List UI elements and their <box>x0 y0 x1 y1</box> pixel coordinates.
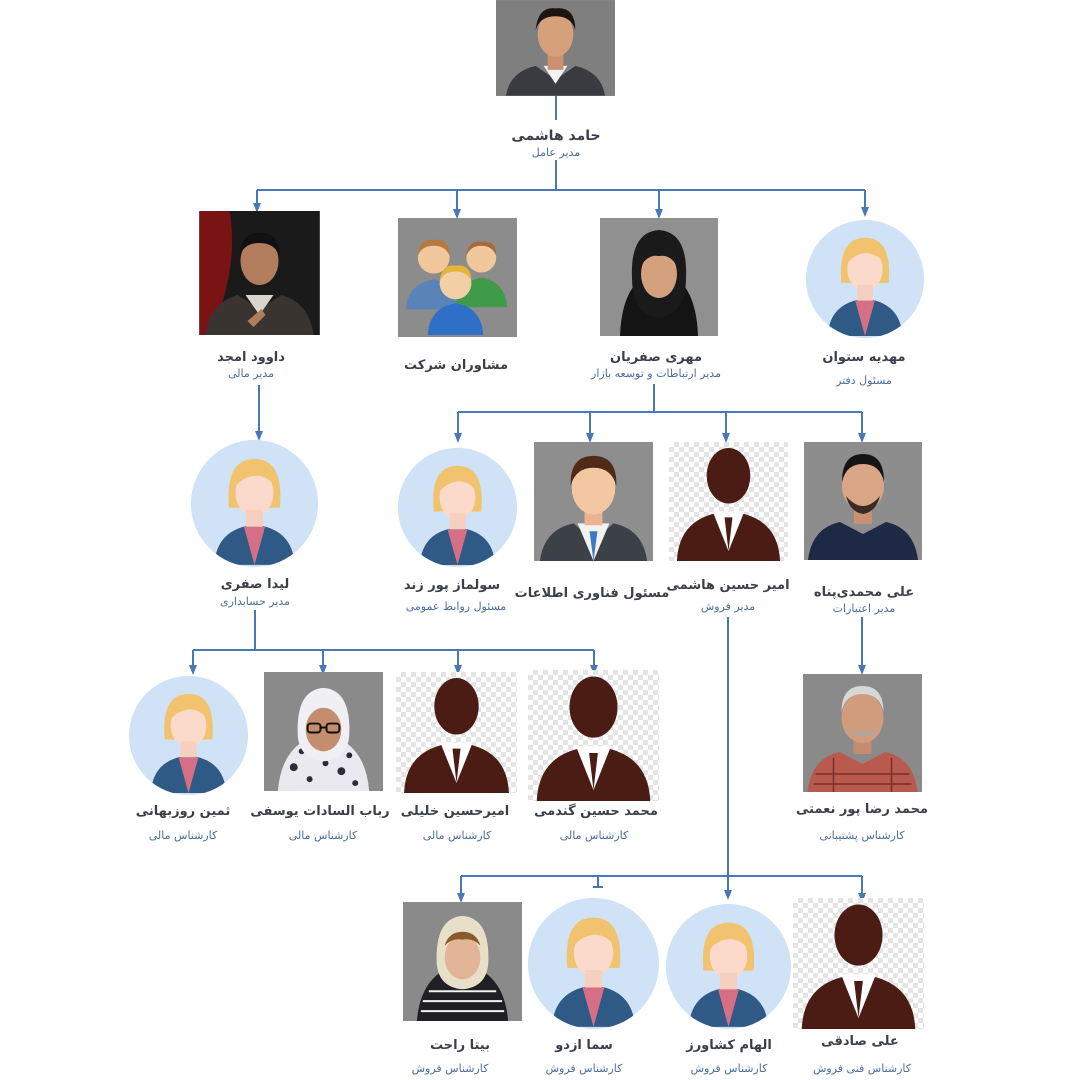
office-manager-photo <box>806 220 924 338</box>
advisors-photo <box>398 218 517 337</box>
sales-expert-3-photo <box>666 904 791 1029</box>
finance-manager-photo <box>199 211 320 335</box>
accounting-manager-title: مدیر حسابداری <box>219 595 291 608</box>
sales-expert-1-photo <box>403 902 522 1021</box>
ceo-photo <box>496 0 615 96</box>
fin-expert-3-name: امیرحسین خلیلی <box>400 804 510 819</box>
credit-manager-photo <box>804 442 922 560</box>
sales-manager-name: امیر حسین هاشمی <box>666 578 790 593</box>
accounting-manager-photo <box>191 440 318 567</box>
group-icon <box>398 218 517 337</box>
fin-expert-2-photo <box>264 672 383 791</box>
it-photo <box>534 442 653 561</box>
it-name: مسئول فناوری اطلاعات <box>514 586 670 601</box>
sales-expert-1-title: کارشناس فروش <box>411 1062 489 1075</box>
support-expert-name: محمد رضا پور نعمتی <box>795 802 929 817</box>
credit-manager-name: علی محمدی‌پناه <box>813 585 915 600</box>
finance-manager-title: مدیر مالی <box>227 367 275 380</box>
fin-expert-4-photo <box>528 670 659 801</box>
pr-name: سولماز پور زند <box>403 578 501 593</box>
ceo-name: حامد هاشمی <box>511 128 601 144</box>
man-photo-icon <box>199 211 320 335</box>
office-manager-name: مهدیه ستوان <box>822 350 906 365</box>
fin-expert-3-photo <box>396 672 517 793</box>
advisors-name: مشاوران شرکت <box>404 358 508 373</box>
woman-avatar-icon <box>666 904 791 1029</box>
pr-photo <box>398 448 517 567</box>
sales-manager-title: مدیر فروش <box>700 600 756 613</box>
woman-avatar-icon <box>129 676 248 795</box>
fin-expert-3-title: کارشناس مالی <box>422 829 492 842</box>
woman-avatar-icon <box>806 220 924 338</box>
woman-hijab-photo-icon <box>403 902 522 1021</box>
credit-manager-title: مدیر اعتبارات <box>832 602 896 615</box>
sales-expert-4-photo <box>793 898 924 1029</box>
comms-manager-title: مدیر ارتباطات و توسعه بازار <box>591 367 721 380</box>
comms-manager-name: مهری صفریان <box>609 350 703 365</box>
comms-manager-photo <box>600 218 718 336</box>
sales-manager-photo <box>669 442 788 561</box>
fin-expert-2-name: رباب السادات یوسفی <box>250 804 390 819</box>
finance-manager-name: داوود امجد <box>217 350 285 365</box>
man-silhouette-icon <box>536 676 651 801</box>
woman-hijab-photo-icon <box>600 218 718 336</box>
fin-expert-1-name: ثمین روزبهانی <box>135 804 231 819</box>
pr-title: مسئول روابط عمومی <box>405 600 507 613</box>
woman-hijab-photo-icon <box>264 672 383 791</box>
woman-avatar-icon <box>191 440 318 567</box>
man-silhouette-icon <box>676 447 781 561</box>
fin-expert-4-title: کارشناس مالی <box>559 829 629 842</box>
sales-expert-4-title: کارشناس فنی فروش <box>812 1062 912 1075</box>
fin-expert-1-photo <box>129 676 248 795</box>
fin-expert-1-title: کارشناس مالی <box>148 829 218 842</box>
man-avatar-icon <box>534 442 653 561</box>
man-photo-icon <box>496 0 615 96</box>
support-expert-photo <box>803 674 922 792</box>
man-photo-icon <box>804 442 922 560</box>
sales-expert-4-name: علی صادقی <box>821 1034 899 1049</box>
man-silhouette-icon <box>801 904 916 1029</box>
woman-avatar-icon <box>528 898 659 1029</box>
man-photo-icon <box>803 674 922 792</box>
office-manager-title: مسئول دفتر <box>836 374 892 387</box>
sales-expert-2-title: کارشناس فروش <box>545 1062 623 1075</box>
accounting-manager-name: لیدا صفری <box>220 577 290 592</box>
man-silhouette-icon <box>404 678 509 793</box>
woman-avatar-icon <box>398 448 517 567</box>
ceo-title: مدیر عامل <box>531 146 581 159</box>
sales-expert-2-photo <box>528 898 659 1029</box>
sales-expert-2-name: سما ازدو <box>555 1038 613 1053</box>
sales-expert-1-name: بیتا راحت <box>430 1038 490 1053</box>
sales-expert-3-name: الهام کشاورز <box>686 1038 772 1053</box>
fin-expert-2-title: کارشناس مالی <box>288 829 358 842</box>
sales-expert-3-title: کارشناس فروش <box>690 1062 768 1075</box>
fin-expert-4-name: محمد حسین گندمی <box>534 804 658 819</box>
support-expert-title: کارشناس پشتیبانی <box>819 829 905 842</box>
